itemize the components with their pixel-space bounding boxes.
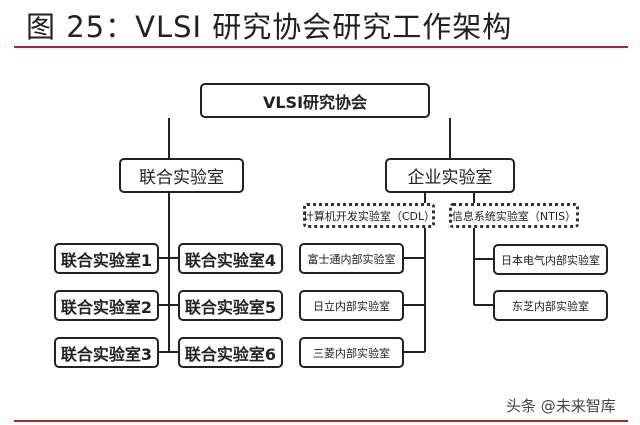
- enterprise-lab-node: 企业实验室: [385, 158, 515, 193]
- joint-lab-2: 联合实验室2: [54, 290, 159, 321]
- watermark: 头条 @未来智库: [506, 397, 616, 415]
- figure-title: 图 25：VLSI 研究协会研究工作架构: [26, 10, 513, 44]
- root-node: VLSI研究协会: [200, 83, 430, 118]
- bottom-divider: [14, 420, 628, 422]
- fujitsu-lab: 富士通内部实验室: [299, 243, 404, 274]
- mitsubishi-lab: 三菱内部实验室: [299, 337, 404, 368]
- joint-lab-node: 联合实验室: [119, 158, 244, 193]
- title-divider: [14, 46, 628, 48]
- cdl-node: 计算机开发实验室（CDL）: [303, 203, 435, 228]
- joint-lab-5: 联合实验室5: [178, 290, 283, 321]
- joint-lab-6: 联合实验室6: [178, 337, 283, 368]
- hitachi-lab: 日立内部实验室: [299, 290, 404, 321]
- nec-lab: 日本电气内部实验室: [493, 244, 608, 275]
- ntis-node: 信息系统实验室（NTIS）: [449, 203, 579, 228]
- toshiba-lab: 东芝内部实验室: [493, 290, 608, 321]
- joint-lab-4: 联合实验室4: [178, 243, 283, 274]
- joint-lab-3: 联合实验室3: [54, 337, 159, 368]
- joint-lab-1: 联合实验室1: [54, 243, 159, 274]
